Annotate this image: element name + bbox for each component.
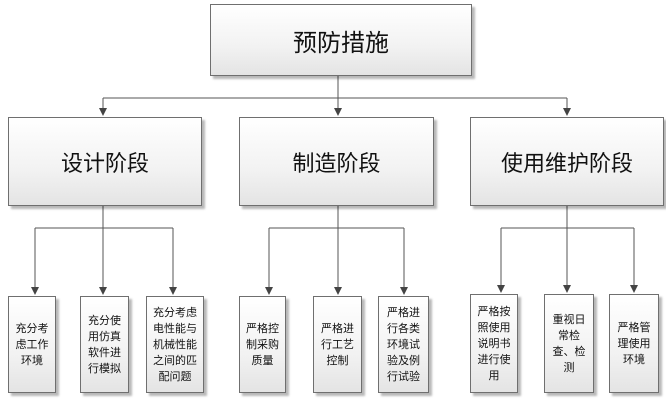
stage-node-design: 设计阶段 [8,117,202,206]
measure-node: 严格管理使用环境 [609,294,659,393]
measure-node: 重视日常检查、检测 [544,294,594,393]
measure-label: 充分考虑电性能与机械性能之间的匹配问题 [153,305,197,383]
stage-label: 设计阶段 [60,151,149,177]
measure-label: 重视日常检查、检测 [552,312,586,374]
measure-node: 严格按照使用说明书进行使用 [470,294,518,393]
measure-node: 充分考虑工作环境 [8,296,56,393]
stage-label: 制造阶段 [292,151,381,177]
measure-label: 严格管理使用环境 [617,320,651,366]
root-label: 预防措施 [293,28,389,57]
measure-node: 充分考虑电性能与机械性能之间的匹配问题 [146,296,204,393]
measure-label: 充分使用仿真软件进行模拟 [88,313,121,375]
measure-node: 严格进行工艺控制 [313,296,362,393]
stage-node-maintenance: 使用维护阶段 [470,117,664,206]
root-node: 预防措施 [210,4,472,76]
stage-label: 使用维护阶段 [500,151,633,177]
measure-label: 充分考虑工作环境 [15,321,49,367]
measure-label: 严格进行各类环境试验及例行试验 [387,305,420,383]
measure-label: 严格控制采购质量 [246,321,279,367]
measure-node: 严格进行各类环境试验及例行试验 [378,296,429,393]
measure-label: 严格进行工艺控制 [321,321,354,367]
stage-node-manufacture: 制造阶段 [239,117,434,206]
measure-label: 严格按照使用说明书进行使用 [477,304,511,382]
measure-node: 充分使用仿真软件进行模拟 [80,296,129,393]
measure-node: 严格控制采购质量 [239,296,286,393]
